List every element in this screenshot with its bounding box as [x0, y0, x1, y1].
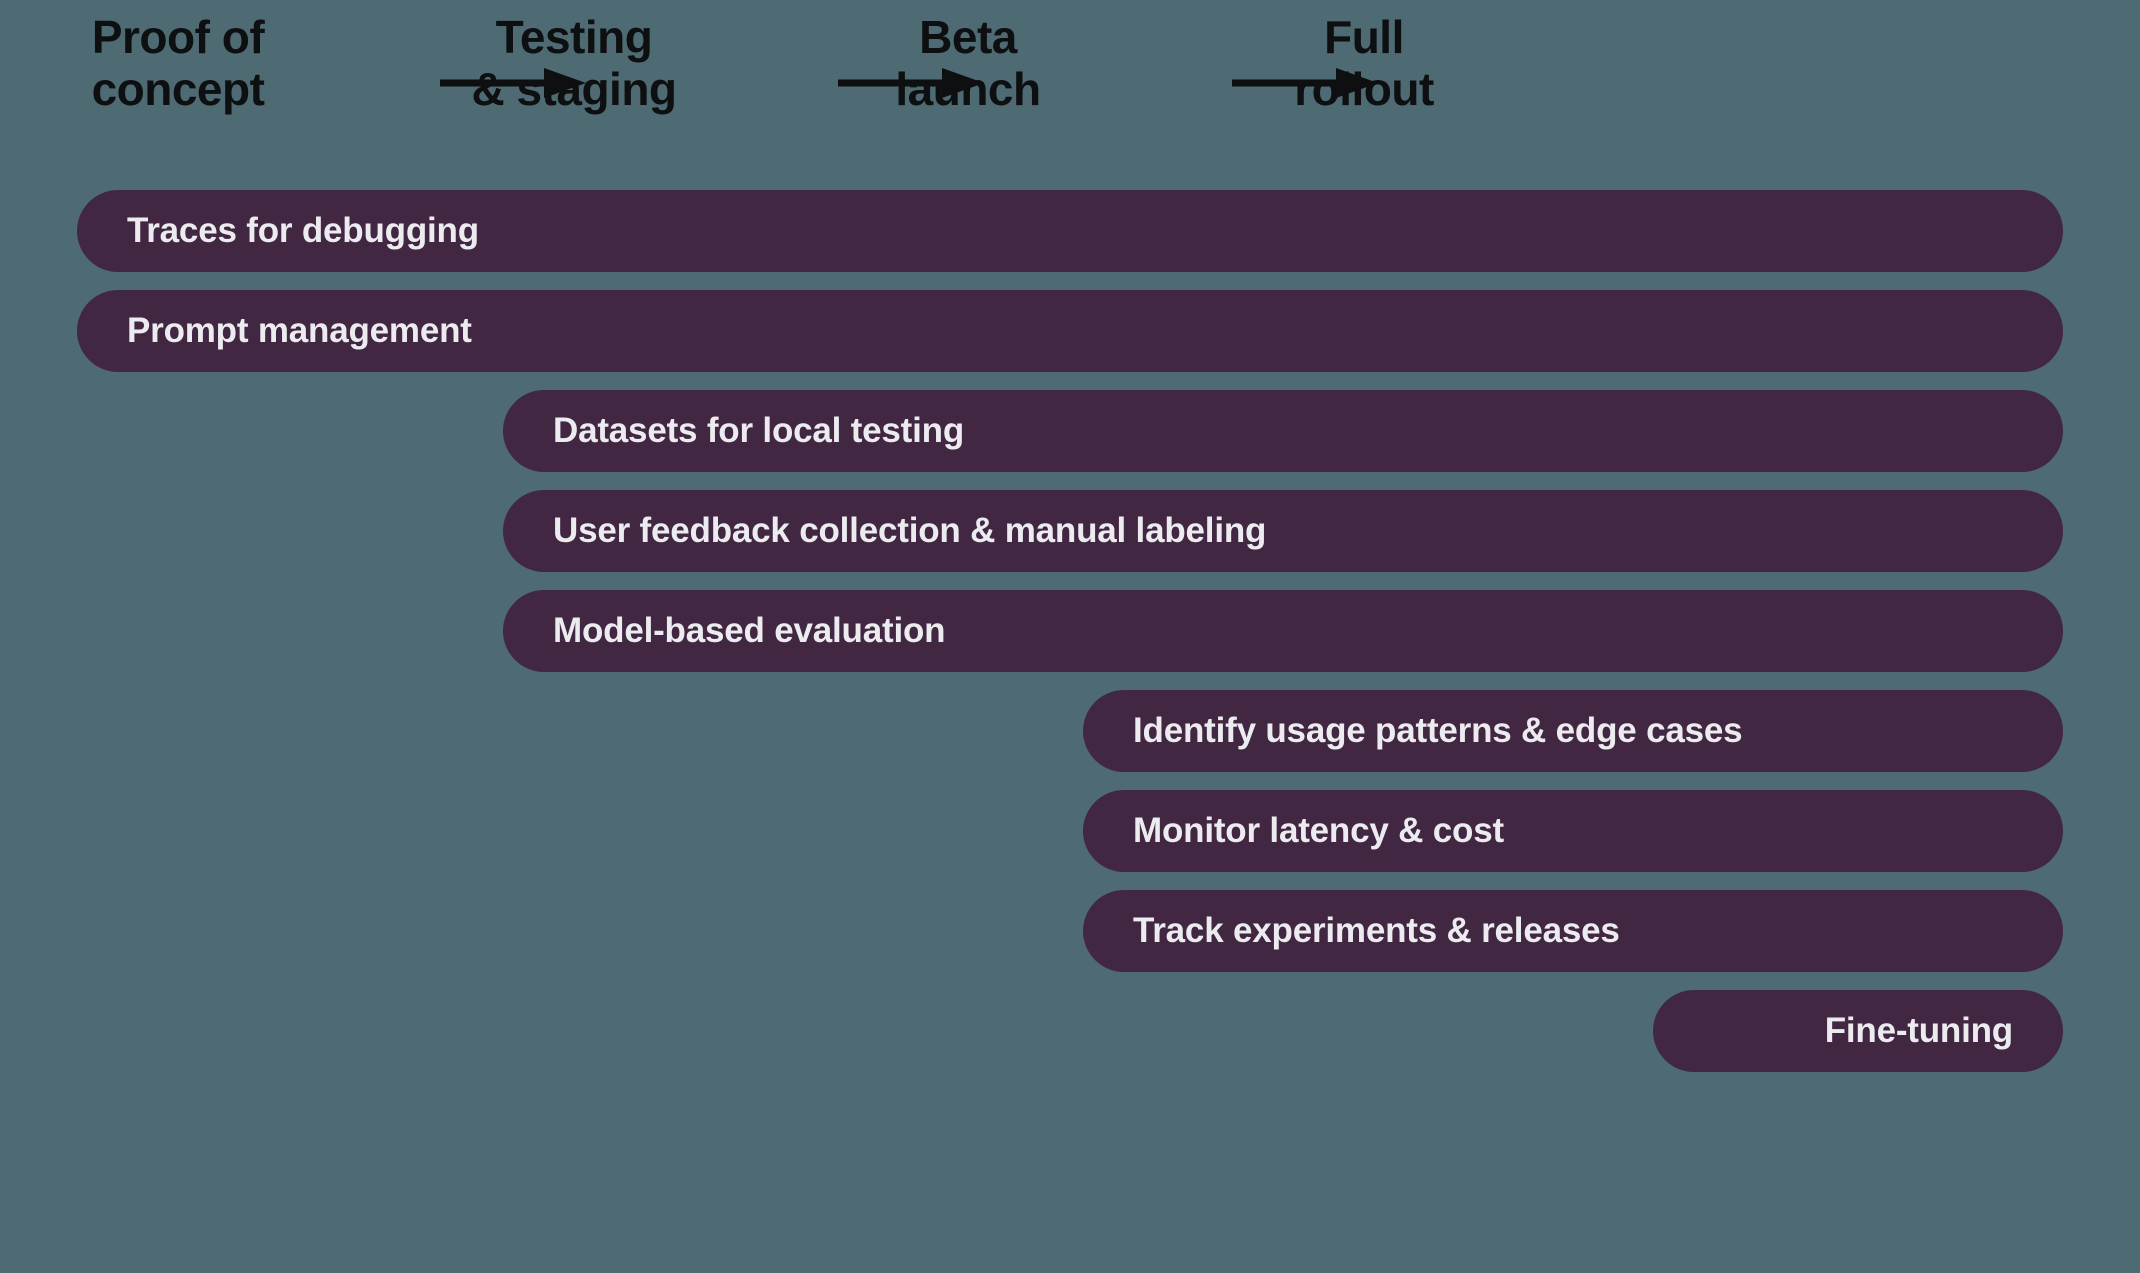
stage-transition-arrow-icon-2: [838, 62, 988, 104]
capability-bar-label: Track experiments & releases: [1133, 911, 1620, 950]
capability-bar[interactable]: Datasets for local testing: [503, 390, 2063, 472]
stage-label-4: Full rollout: [1294, 11, 1434, 115]
capability-bar[interactable]: Track experiments & releases: [1083, 890, 2063, 972]
capability-bar-label: Identify usage patterns & edge cases: [1133, 711, 1743, 750]
capability-bar-label: Traces for debugging: [127, 211, 479, 250]
capability-bar-label: User feedback collection & manual labeli…: [553, 511, 1267, 550]
stage-transition-arrow-icon-3: [1232, 62, 1382, 104]
stage-transition-arrow-icon-1: [440, 62, 590, 104]
capability-bar[interactable]: Prompt management: [77, 290, 2063, 372]
capability-bar[interactable]: Identify usage patterns & edge cases: [1083, 690, 2063, 772]
capability-bar[interactable]: Model-based evaluation: [503, 590, 2063, 672]
stage-label-1: Proof of concept: [91, 11, 265, 115]
capability-bar[interactable]: Monitor latency & cost: [1083, 790, 2063, 872]
capability-bar-label: Fine-tuning: [1824, 1011, 2014, 1050]
capability-bar[interactable]: Traces for debugging: [77, 190, 2063, 272]
capability-bar[interactable]: Fine-tuning: [1653, 990, 2063, 1072]
capability-bar-label: Prompt management: [127, 311, 472, 350]
stage-label-3: Beta launch: [895, 11, 1041, 114]
capability-bar-label: Monitor latency & cost: [1133, 811, 1504, 850]
capability-bar-label: Model-based evaluation: [553, 611, 946, 650]
capability-bar-label: Datasets for local testing: [553, 411, 965, 450]
stage-label-2: Testing & staging: [471, 11, 677, 115]
capability-bar[interactable]: User feedback collection & manual labeli…: [503, 490, 2063, 572]
stage-header: Proof of concept Testing & staging Beta la…: [0, 0, 2140, 150]
